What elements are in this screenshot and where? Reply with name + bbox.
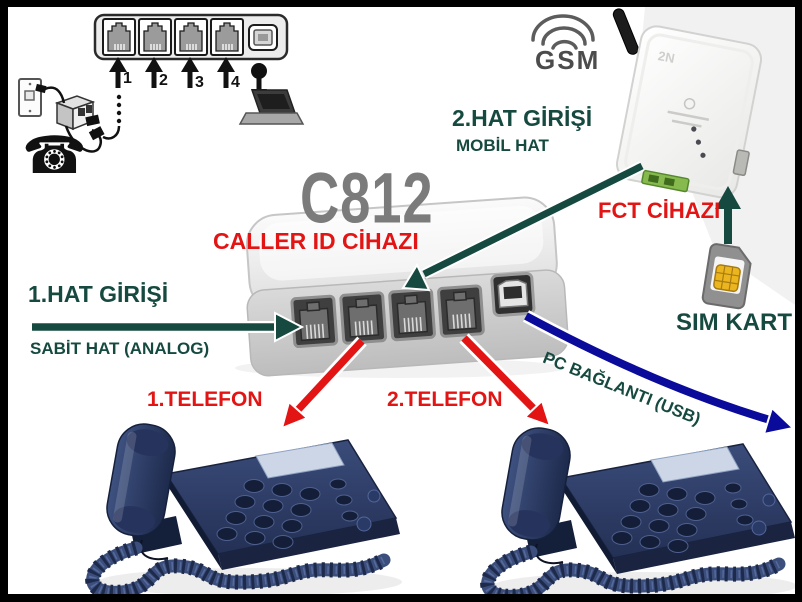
phone1-label: 1.TELEFON xyxy=(147,388,263,411)
phone2-label: 2.TELEFON xyxy=(387,388,503,411)
rj-plugs xyxy=(35,83,105,141)
fct-device: 2N xyxy=(616,25,763,199)
dotted-link xyxy=(116,94,122,124)
phone-2-image xyxy=(488,424,797,600)
phone1-arrow xyxy=(280,336,367,430)
line1-subtitle: SABİT HAT (ANALOG) xyxy=(30,339,210,358)
legacy-phone-icon: ☎ xyxy=(22,126,87,186)
port-number-3: 3 xyxy=(195,74,204,91)
line1-arrow xyxy=(32,311,305,343)
port-number-4: 4 xyxy=(231,74,240,91)
port-arrows xyxy=(109,57,235,88)
fct-logo: 2N xyxy=(657,48,676,66)
fct-led-indicators xyxy=(691,126,706,158)
c812-device xyxy=(245,196,569,377)
phone-1-image xyxy=(93,420,402,596)
phone2-arrow xyxy=(459,333,552,428)
rj-port-icons xyxy=(102,18,244,56)
line2-arrow xyxy=(401,161,645,292)
wall-socket-icon xyxy=(18,78,42,117)
port-number-1: 1 xyxy=(123,70,132,87)
device-description: CALLER ID CİHAZI xyxy=(213,228,419,254)
fct-label: FCT CİHAZI xyxy=(598,198,721,223)
port-number-2: 2 xyxy=(159,72,168,89)
line2-title: 2.HAT GİRİŞİ xyxy=(452,105,593,131)
line2-subtitle: MOBİL HAT xyxy=(456,136,549,155)
gsm-waves-icon xyxy=(531,14,595,50)
device-model: C812 xyxy=(300,157,434,239)
line1-title: 1.HAT GİRİŞİ xyxy=(28,281,169,307)
usb-port-icon xyxy=(248,24,278,51)
gsm-label: GSM xyxy=(535,45,601,75)
laptop-icon xyxy=(238,89,305,125)
sim-to-fct-arrow xyxy=(715,186,741,244)
c812-rj11-ports xyxy=(290,284,485,349)
fct-green-terminal xyxy=(641,169,690,193)
sim-label: SIM KART xyxy=(676,309,792,336)
pc-usb-arrow xyxy=(522,310,796,436)
wiring-illustration: ☎ xyxy=(18,13,305,186)
sim-card-icon xyxy=(701,243,752,310)
c812-usb-b-port xyxy=(490,271,536,318)
fct-antenna xyxy=(612,8,639,55)
fct-serial-connector xyxy=(732,149,750,177)
